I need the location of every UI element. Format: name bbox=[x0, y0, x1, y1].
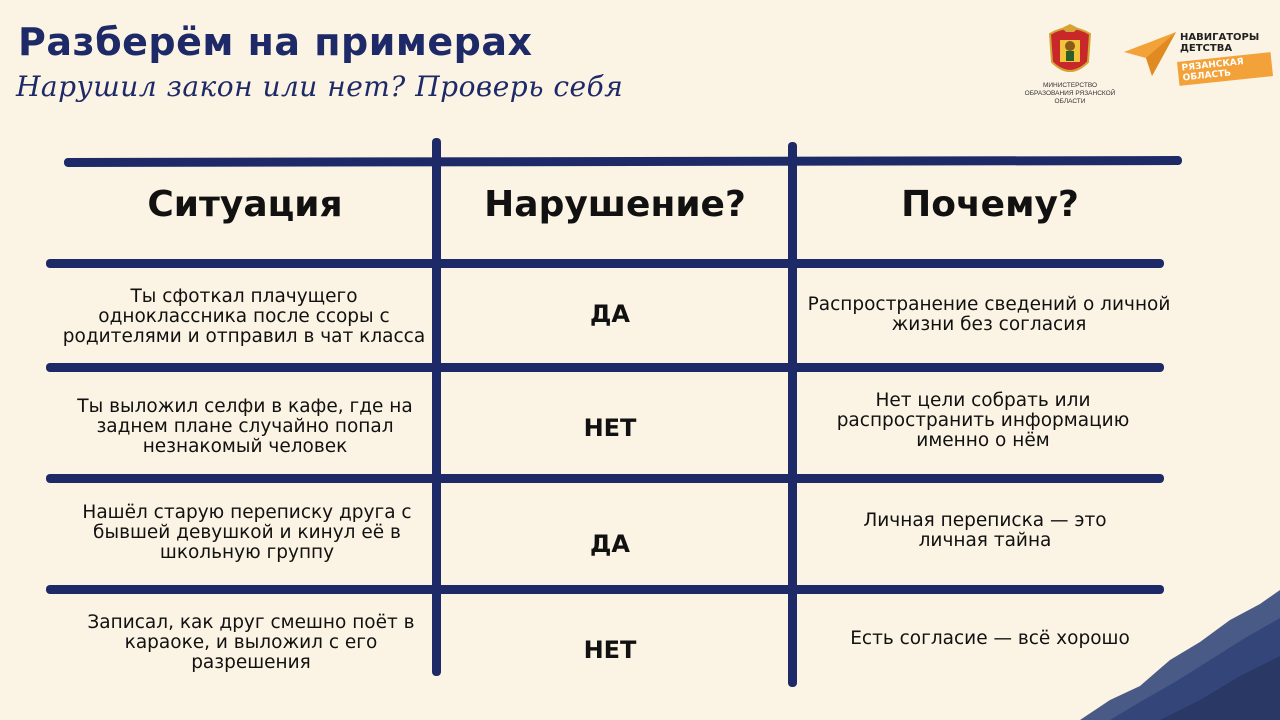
row2-situation: Ты выложил селфи в кафе, где на заднем п… bbox=[77, 396, 413, 457]
ministry-text: МИНИСТЕРСТВО ОБРАЗОВАНИЯ РЯЗАНСКОЙ ОБЛАС… bbox=[1024, 82, 1116, 105]
row2-violation: НЕТ bbox=[583, 414, 637, 442]
page-subtitle: Нарушил закон или нет? Проверь себя bbox=[16, 70, 624, 103]
paper-plane-icon bbox=[1124, 32, 1176, 76]
row3-situation: Нашёл старую переписку друга с бывшей де… bbox=[82, 502, 412, 563]
header-violation: Нарушение? bbox=[484, 184, 746, 225]
table-line-row3 bbox=[46, 585, 1164, 594]
ministry-logo: МИНИСТЕРСТВО ОБРАЗОВАНИЯ РЯЗАНСКОЙ ОБЛАС… bbox=[1018, 24, 1122, 106]
navigators-line1: НАВИГАТОРЫ bbox=[1180, 32, 1260, 43]
row4-reason: Есть согласие — всё хорошо bbox=[850, 628, 1130, 649]
navigators-region: РЯЗАНСКАЯ ОБЛАСТЬ bbox=[1177, 52, 1273, 86]
row4-situation: Записал, как друг смешно поёт в караоке,… bbox=[87, 612, 415, 673]
decorative-paper-corner bbox=[1080, 590, 1280, 720]
row3-violation: ДА bbox=[590, 530, 630, 558]
navigators-line2: ДЕТСТВА bbox=[1180, 43, 1233, 54]
row1-situation: Ты сфоткал плачущего одноклассника после… bbox=[62, 286, 426, 347]
table-col-divider-2 bbox=[788, 142, 797, 687]
coat-of-arms-icon bbox=[1048, 24, 1092, 72]
table-line-row1 bbox=[46, 363, 1164, 372]
row4-violation: НЕТ bbox=[583, 636, 637, 664]
table-line-top bbox=[63, 156, 1183, 167]
table-line-header bbox=[46, 259, 1164, 268]
table-line-row2 bbox=[46, 474, 1164, 483]
navigators-logo: НАВИГАТОРЫ ДЕТСТВА РЯЗАНСКАЯ ОБЛАСТЬ bbox=[1122, 30, 1273, 86]
header-situation: Ситуация bbox=[147, 184, 343, 225]
row1-violation: ДА bbox=[590, 300, 630, 328]
row3-reason: Личная переписка — это личная тайна bbox=[863, 510, 1107, 551]
table-col-divider-1 bbox=[432, 138, 441, 676]
row2-reason: Нет цели собрать или распространить инфо… bbox=[836, 390, 1130, 451]
row1-reason: Распространение сведений о личной жизни … bbox=[807, 294, 1171, 335]
page-title: Разберём на примерах bbox=[18, 20, 533, 64]
header-reason: Почему? bbox=[901, 184, 1079, 225]
